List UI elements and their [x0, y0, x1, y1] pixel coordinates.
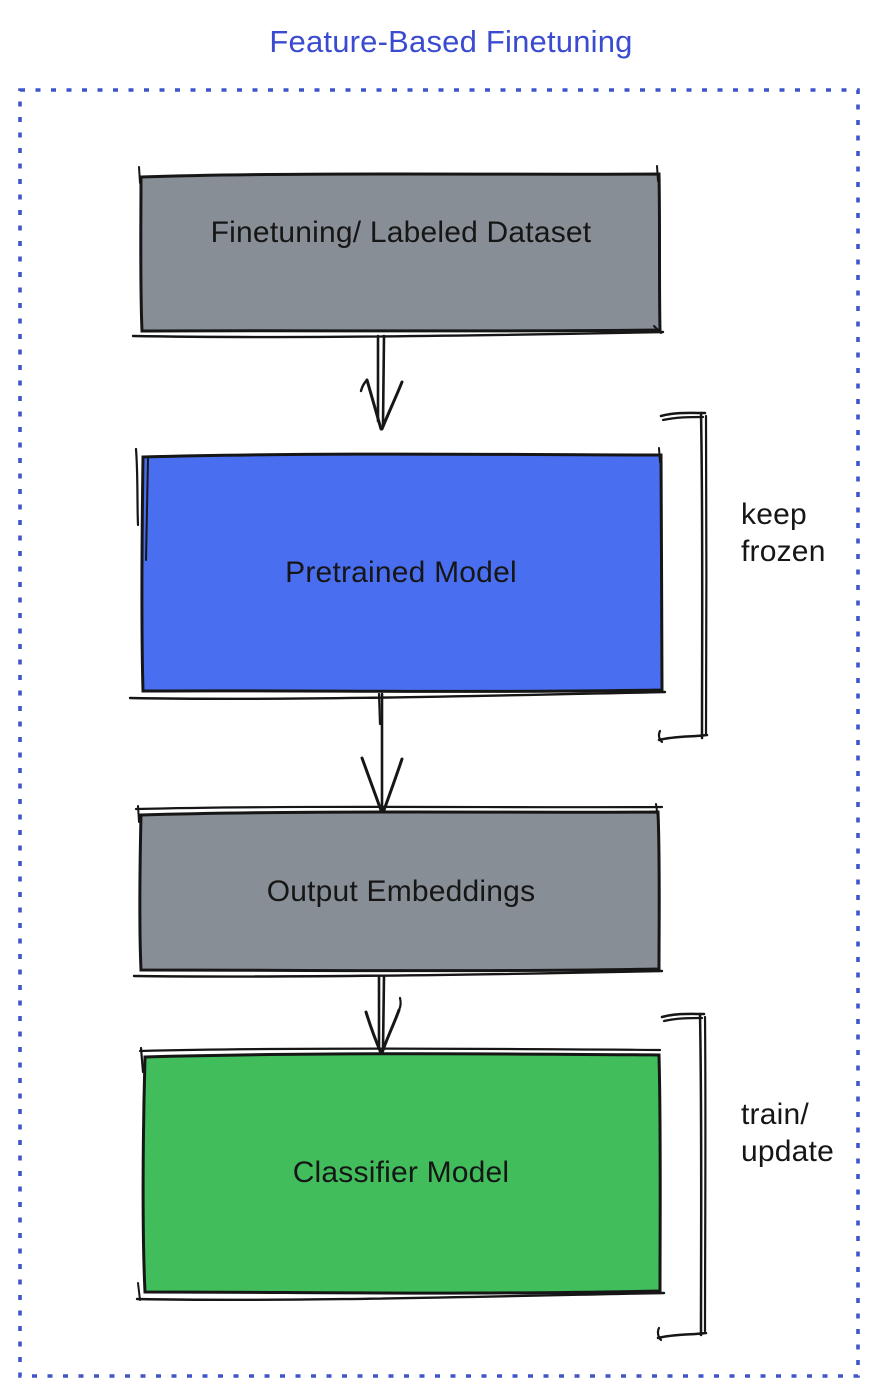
train-update-label: train/ update: [741, 1098, 834, 1168]
classifier-box-shape: [135, 1046, 666, 1302]
embeddings-box-label: Output Embeddings: [266, 874, 536, 908]
classifier-box-label: Classifier Model: [292, 1156, 510, 1189]
train-update-bracket-icon: [656, 1012, 708, 1342]
arrow-down-icon: [360, 692, 404, 815]
pretrained-box-label: Pretrained Model: [285, 555, 517, 589]
keep-frozen-label: keep frozen: [741, 498, 826, 568]
dotted-border-frame: [18, 88, 860, 1378]
diagram-title: Feature-Based Finetuning: [269, 24, 633, 59]
pretrained-box-shape: [128, 447, 667, 701]
embeddings-box-shape: [132, 803, 664, 978]
arrow-down-icon: [364, 974, 402, 1055]
arrow-down-icon: [359, 334, 404, 431]
keep-frozen-bracket-icon: [657, 411, 709, 744]
dataset-box-label: Finetuning/ Labeled Dataset: [210, 216, 592, 249]
dataset-box-shape: [131, 165, 665, 339]
